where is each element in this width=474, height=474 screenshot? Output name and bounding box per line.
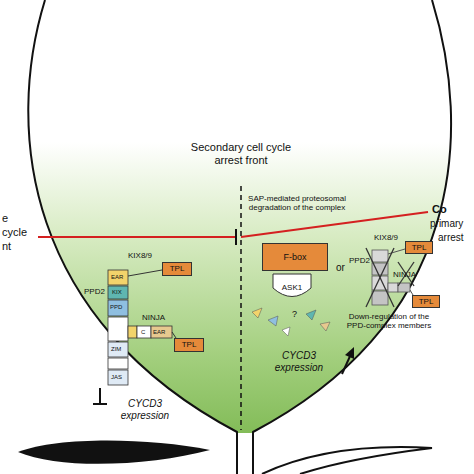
domain-label: KIX [112, 289, 122, 296]
tpl-box: TPL [405, 241, 433, 254]
node-text: TPL [412, 244, 427, 252]
node-text: TPL [419, 298, 434, 306]
tpl-box: TPL [162, 262, 192, 276]
fbox-box: F-box [262, 243, 328, 271]
gene-label: CYCD3 expression [262, 350, 336, 373]
domain-label: EAR [111, 274, 123, 281]
process-note: SAP-mediated proteosomal degradation of … [248, 194, 346, 212]
protein-label: NINJA [142, 313, 165, 322]
question-mark: ? [292, 309, 297, 319]
domain-label: ZIM [111, 346, 121, 353]
front-label: Secondary cell cycle arrest front [188, 141, 294, 166]
process-note: Down-regulation of the PPD-complex membe… [342, 312, 436, 330]
ask1-shape: ASK1 [272, 273, 312, 303]
protein-label: KIX8/9 [128, 251, 152, 260]
gene-label: CYCD3 expression [108, 398, 182, 421]
front-label: cycle [2, 226, 27, 239]
domain-label: PPD [110, 304, 122, 311]
front-label: Co [432, 203, 447, 216]
node-text: TPL [182, 341, 197, 349]
domain-label: EAR [153, 329, 165, 336]
domain-label: C [141, 329, 145, 336]
front-label: nt [2, 240, 11, 253]
protein-label: PPD2 [84, 287, 105, 296]
tpl-box: TPL [412, 295, 440, 308]
front-label: arrest [438, 232, 464, 244]
domain-label: JAS [111, 374, 122, 381]
front-label: primary [430, 218, 463, 230]
protein-label: NINJA [393, 270, 416, 279]
node-text: ASK1 [282, 284, 302, 292]
protein-label: PPD2 [349, 256, 370, 265]
protein-label: KIX8/9 [374, 233, 398, 242]
tpl-box: TPL [174, 338, 204, 352]
or-label: or [336, 262, 345, 274]
front-label: e [2, 212, 8, 225]
node-text: F-box [283, 253, 306, 262]
node-text: TPL [170, 265, 185, 273]
